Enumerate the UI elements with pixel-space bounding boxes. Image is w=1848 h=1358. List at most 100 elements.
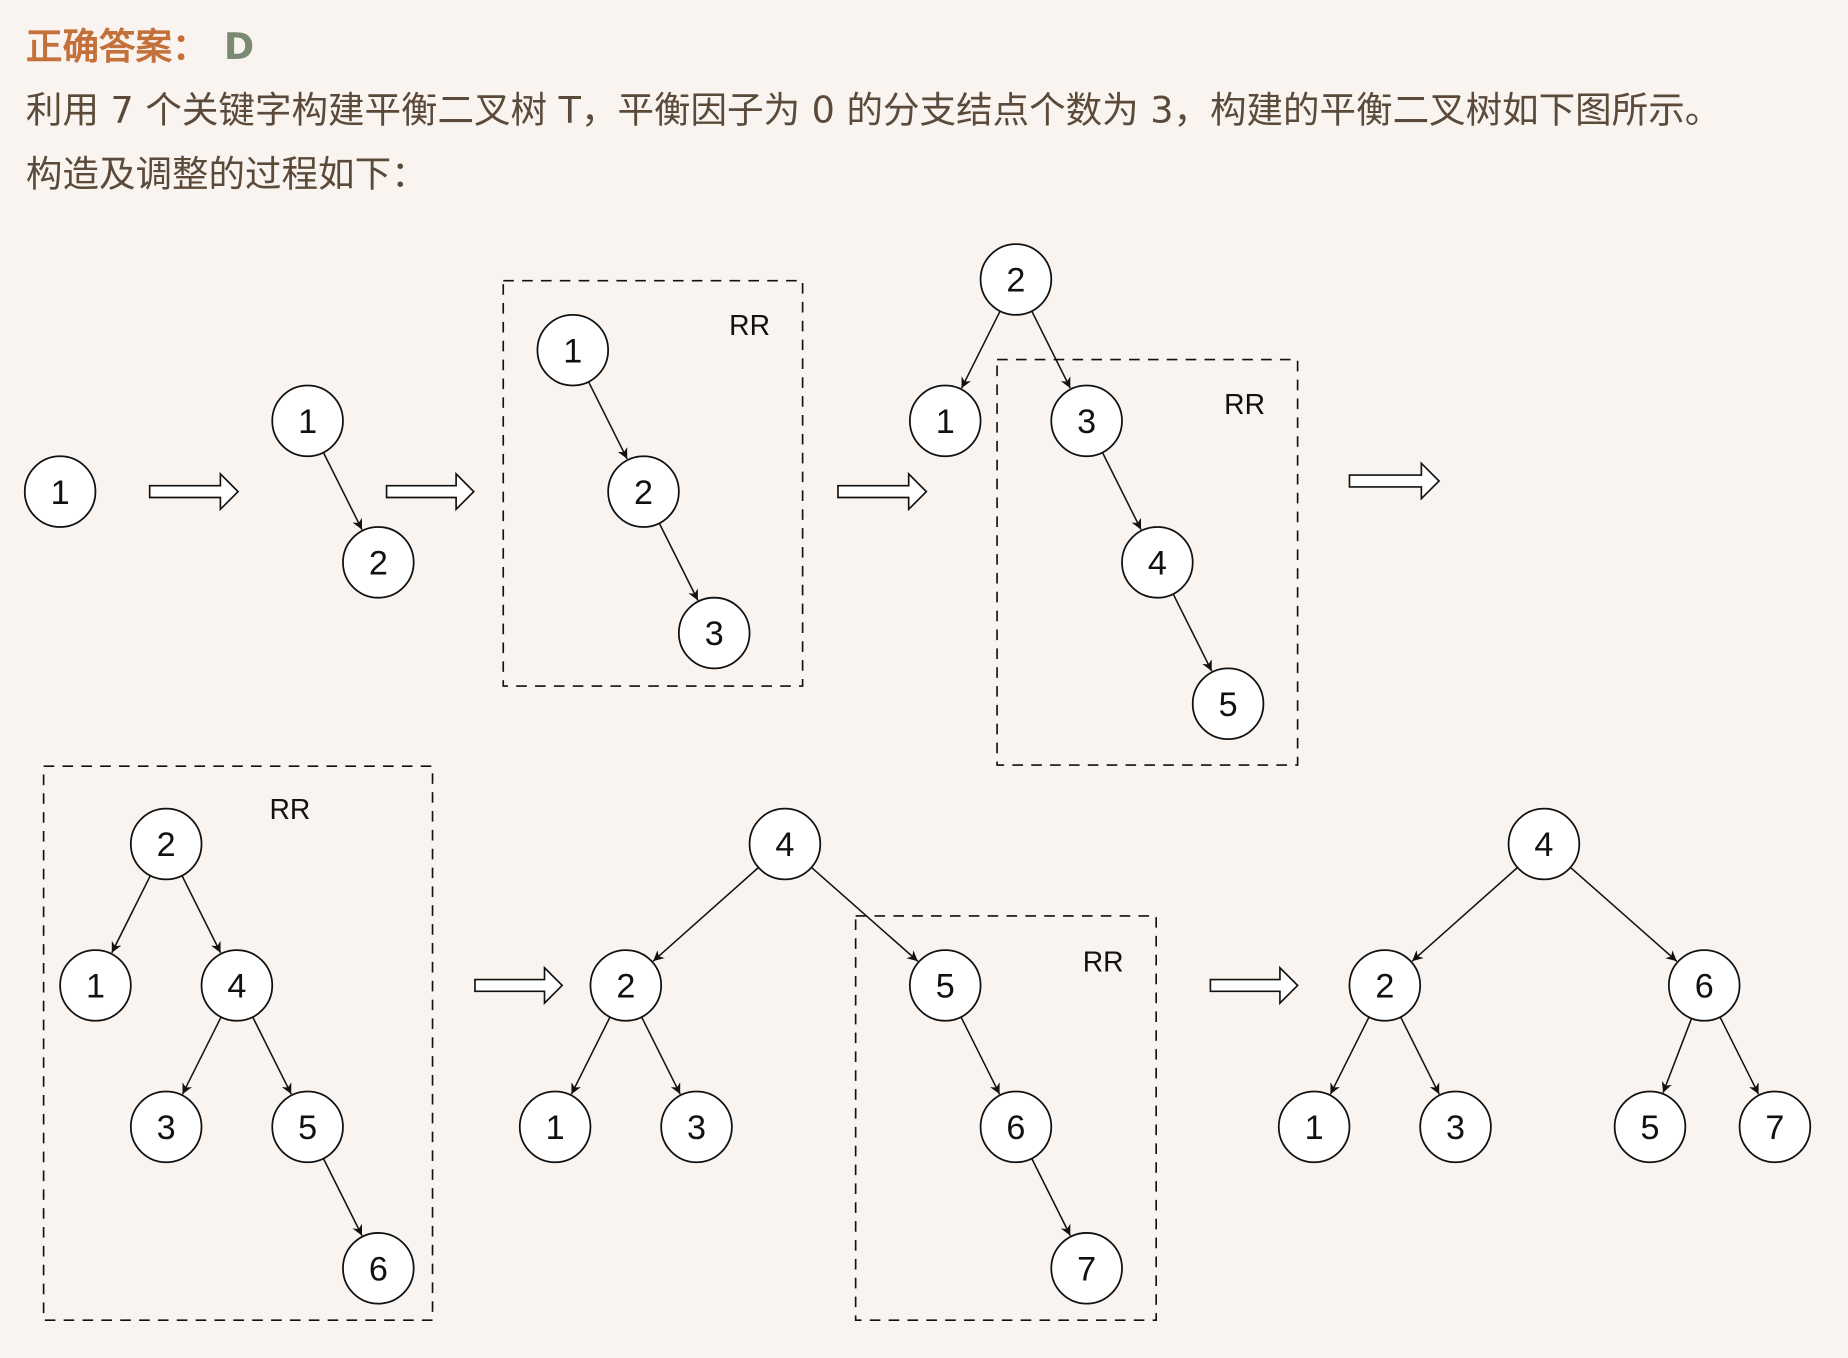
node-label: 6: [1006, 1109, 1025, 1147]
node-circle: [23, 455, 97, 528]
node-circle: [1613, 1090, 1687, 1164]
rotation-highlight-box: [996, 358, 1299, 766]
transition-arrow-icon: [1348, 461, 1441, 501]
node-circle: [908, 384, 982, 458]
node-label: 5: [936, 968, 955, 1006]
node-circle: [748, 807, 822, 881]
rotation-label: RR: [1224, 388, 1265, 420]
tree-edge: [322, 452, 363, 530]
node-circle: [979, 243, 1053, 316]
node-label: 1: [86, 968, 105, 1006]
tree-edge: [658, 522, 699, 601]
node-label: 5: [1219, 686, 1238, 724]
node-label: 4: [1148, 545, 1167, 583]
tree-edge: [652, 866, 760, 962]
transition-arrow-icon: [385, 471, 475, 512]
node-circle: [1050, 384, 1123, 458]
node-label: 1: [298, 403, 317, 441]
node-label: 3: [157, 1109, 176, 1147]
tree-node: 5: [1191, 667, 1265, 740]
node-label: 2: [1375, 968, 1394, 1006]
rotation-highlight-box: [854, 915, 1158, 1321]
tree-node: 1: [518, 1090, 592, 1164]
answer-label: 正确答案：: [26, 25, 209, 68]
tree-edge: [640, 1016, 681, 1095]
transition-arrow-icon: [837, 471, 928, 512]
tree-edge: [1661, 1018, 1693, 1094]
tree-node: 1: [23, 455, 97, 528]
tree-node: 4: [200, 949, 274, 1022]
node-label: 4: [227, 968, 246, 1006]
tree-edge: [810, 866, 919, 962]
node-label: 4: [775, 826, 794, 864]
tree-edge: [1031, 310, 1071, 389]
node-label: 7: [1765, 1109, 1784, 1147]
tree-edge: [1101, 452, 1142, 530]
transition-arrow-icon: [148, 471, 240, 512]
tree-node: 5: [271, 1090, 344, 1164]
tree-node: 5: [908, 949, 982, 1022]
construction-step-5: RR 2 1 4 3 5 6: [42, 765, 434, 1321]
tree-node: 1: [271, 384, 344, 458]
tree-edge: [181, 1016, 222, 1095]
tree-edge: [960, 1016, 1001, 1095]
node-label: 5: [1640, 1109, 1659, 1147]
node-label: 5: [298, 1109, 317, 1147]
tree-node: 2: [342, 526, 415, 599]
node-circle: [342, 526, 415, 599]
node-circle: [660, 1090, 733, 1164]
node-circle: [129, 807, 203, 881]
node-circle: [1277, 1090, 1351, 1164]
tree-edge: [111, 875, 152, 954]
tree-node: 1: [59, 949, 132, 1022]
tree-edge: [252, 1016, 292, 1095]
tree-edge: [1172, 593, 1213, 672]
node-circle: [536, 313, 610, 387]
node-circle: [1121, 526, 1194, 599]
tree-edge: [322, 1158, 363, 1236]
node-circle: [1348, 949, 1422, 1022]
node-label: 1: [51, 474, 70, 512]
node-circle: [200, 949, 274, 1022]
node-label: 7: [1077, 1250, 1096, 1288]
node-circle: [908, 949, 982, 1022]
answer-value: D: [224, 25, 254, 68]
node-circle: [1191, 667, 1265, 740]
node-label: 6: [369, 1250, 388, 1288]
tree-node: 2: [979, 243, 1053, 316]
node-label: 2: [157, 826, 176, 864]
tree-node: 2: [589, 949, 663, 1022]
tree-edge: [1719, 1016, 1760, 1095]
node-circle: [1507, 807, 1581, 881]
tree-node: 4: [1121, 526, 1194, 599]
tree-edge: [960, 310, 1001, 389]
rotation-label: RR: [729, 309, 770, 341]
node-label: 3: [687, 1109, 706, 1147]
node-circle: [1050, 1232, 1123, 1305]
tree-edge: [1031, 1158, 1071, 1236]
node-label: 6: [1695, 968, 1714, 1006]
tree-node: 3: [660, 1090, 733, 1164]
node-circle: [59, 949, 132, 1022]
node-circle: [271, 1090, 344, 1164]
tree-node: 4: [1507, 807, 1581, 881]
node-circle: [1738, 1090, 1812, 1164]
node-circle: [129, 1090, 203, 1164]
tree-edge: [587, 381, 628, 460]
explanation-line-2: 构造及调整的过程如下：: [26, 152, 428, 195]
node-label: 2: [616, 968, 635, 1006]
tree-node: 1: [1277, 1090, 1351, 1164]
rotation-label: RR: [270, 793, 311, 825]
tree-node: 5: [1613, 1090, 1687, 1164]
tree-edge: [1569, 866, 1678, 962]
tree-edge: [570, 1016, 611, 1095]
construction-step-1: 1: [23, 455, 97, 528]
node-label: 2: [369, 545, 388, 583]
tree-node: 1: [908, 384, 982, 458]
